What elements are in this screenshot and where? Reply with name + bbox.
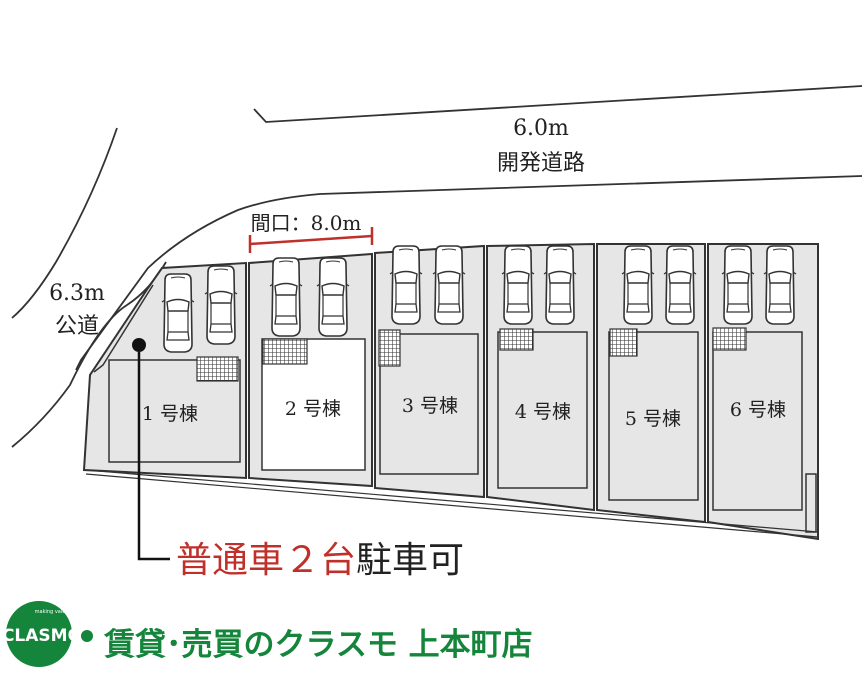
hatched-box-icon [609, 328, 638, 357]
car-icon [432, 245, 466, 325]
car-icon [663, 245, 697, 325]
top-road-name: 開発道路 [497, 151, 585, 176]
car-icon [389, 245, 423, 325]
road-top: 6.0m 開発道路 [75, 85, 863, 371]
car-icon [269, 257, 303, 337]
frontage-measure: 間口：8.0m [248, 211, 374, 253]
callout-line [137, 352, 170, 561]
lot-3 [374, 244, 485, 499]
hatched-box-icon [712, 327, 747, 351]
lot-2 [248, 252, 373, 488]
logo-mark-text: CLASMO [2, 626, 82, 646]
unit-5-label: 5 号棟 [625, 408, 681, 430]
clasmo-logo: making valuable life CLASMO [2, 601, 93, 667]
unit-1-label: 1 号棟 [142, 403, 198, 425]
left-road-name: 公道 [55, 314, 99, 339]
left-road-width: 6.3m [49, 281, 105, 306]
logo-subtext: making valuable life [35, 609, 86, 615]
unit-6-label: 6 号棟 [730, 399, 786, 421]
car-icon [204, 265, 238, 345]
car-icon [543, 245, 577, 325]
car-icon [161, 273, 195, 353]
lot-1 [82, 261, 247, 480]
top-road-width: 6.0m [513, 116, 569, 141]
car-icon [316, 257, 350, 337]
parking-note-emphasis: 普通車２台 [176, 540, 356, 581]
car-icon [721, 245, 755, 325]
unit-4-label: 4 号棟 [515, 401, 571, 423]
unit-2-label: 2 号棟 [285, 398, 341, 420]
car-icon [501, 245, 535, 325]
car-icon [621, 245, 655, 325]
road-left: 6.3m 公道 [11, 127, 167, 448]
brand-tagline: 賃貸･売買のクラスモ 上本町店 [103, 627, 533, 663]
lot-4 [486, 242, 595, 512]
hatched-box-icon [196, 356, 239, 382]
parking-note: 普通車２台駐車可 [176, 540, 464, 581]
car-icon [763, 245, 797, 325]
hatched-box-icon [262, 338, 308, 365]
parking-note-rest: 駐車可 [356, 540, 464, 581]
hatched-box-icon [378, 329, 401, 367]
frontage-label: 間口：8.0m [251, 211, 362, 235]
unit-3-label: 3 号棟 [402, 395, 458, 417]
hatched-box-icon [499, 328, 534, 351]
location-dot-icon [132, 338, 146, 352]
